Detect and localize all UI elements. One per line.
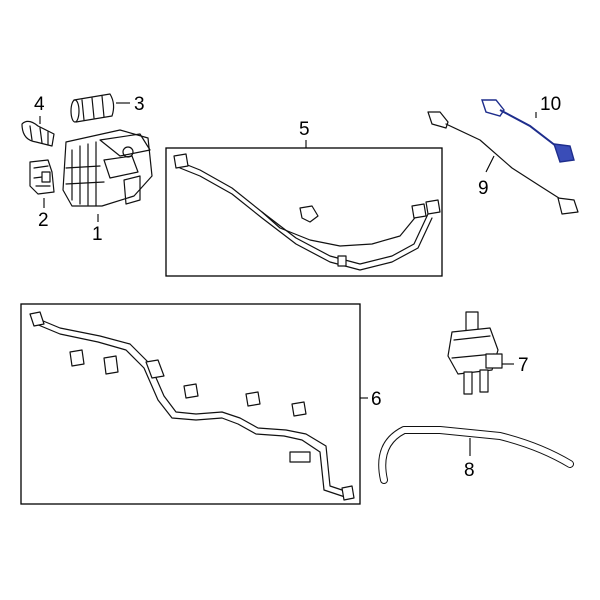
- callout-1[interactable]: 1: [92, 224, 103, 245]
- part-1-canister[interactable]: [62, 129, 153, 207]
- callout-7[interactable]: 7: [518, 355, 529, 376]
- part-10-oxygen-sensor[interactable]: [481, 99, 575, 163]
- part-5-vapor-tube[interactable]: [173, 153, 441, 271]
- part-5-box: [165, 147, 443, 277]
- part-6-fuel-line[interactable]: [29, 311, 355, 501]
- part-7-purge-valve[interactable]: [447, 311, 503, 395]
- callout-3[interactable]: 3: [134, 94, 145, 115]
- callout-2[interactable]: 2: [38, 210, 49, 231]
- callout-10[interactable]: 10: [540, 94, 561, 115]
- part-2-valve[interactable]: [29, 159, 55, 195]
- callout-4[interactable]: 4: [34, 94, 45, 115]
- part-6-box: [20, 303, 361, 505]
- callout-9[interactable]: 9: [478, 178, 489, 199]
- leader-line-9: [485, 155, 495, 173]
- callout-5[interactable]: 5: [299, 119, 310, 140]
- part-8-hose[interactable]: [378, 426, 574, 484]
- part-4-elbow[interactable]: [21, 120, 55, 147]
- callout-8[interactable]: 8: [464, 460, 475, 481]
- part-3-filter[interactable]: [70, 93, 115, 123]
- callout-6[interactable]: 6: [371, 389, 382, 410]
- part-9-sensor-harness[interactable]: [427, 111, 579, 215]
